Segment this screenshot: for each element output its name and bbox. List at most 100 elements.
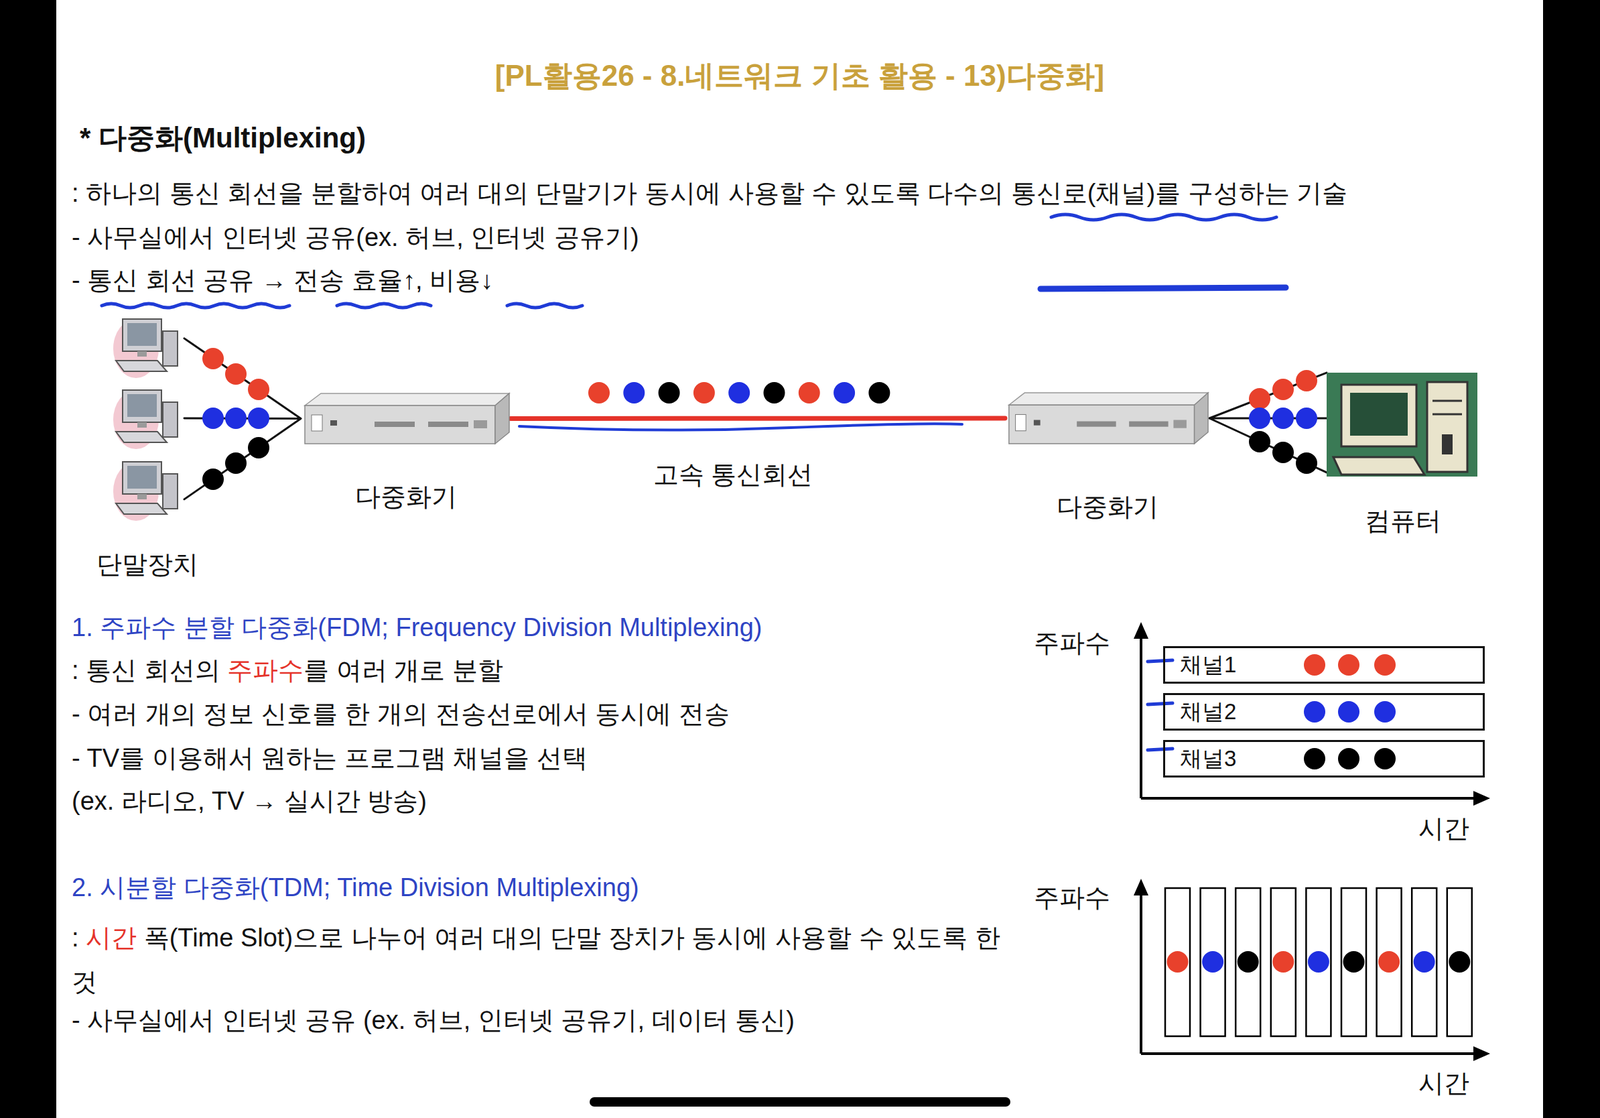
computer-tower [1427, 381, 1468, 472]
pc-screen [127, 465, 157, 489]
pc-stand [137, 493, 147, 500]
bullet-text: - 사무실에서 인터넷 공유(ex. 허브, 인터넷 공유기) [71, 222, 640, 254]
pc-stand [137, 351, 147, 357]
data-dot [833, 381, 855, 404]
multiplexer: 다중화기 [1005, 389, 1210, 447]
pc-tower [162, 473, 178, 509]
bullet-text: - 통신 회선 공유 → 전송 효율↑, 비용↓ [71, 265, 494, 297]
definition-text: : 하나의 통신 회선을 분할하여 여러 대의 단말기가 동시에 사용할 수 있… [71, 178, 1348, 210]
terminal-pc [113, 318, 178, 378]
data-dot [225, 452, 247, 474]
data-dot [1167, 950, 1189, 973]
time-slot [1447, 887, 1473, 1036]
time-slot [1200, 887, 1226, 1036]
axis-line [1139, 633, 1143, 798]
axis-arrowhead [1133, 878, 1149, 896]
home-indicator [589, 1096, 1011, 1107]
example-text: (ex. 라디오, TV → 실시간 방송) [71, 785, 427, 817]
pc-tower [162, 402, 178, 437]
data-dot [1338, 747, 1360, 770]
handwritten-mark [337, 303, 431, 308]
device-top [1009, 392, 1209, 405]
data-dot [1338, 653, 1360, 676]
data-dot [1307, 950, 1330, 973]
axis-arrowhead [1473, 790, 1491, 806]
data-dot [1448, 950, 1471, 973]
bullet-text: - 사무실에서 인터넷 공유 (ex. 허브, 인터넷 공유기, 데이터 통신) [71, 1005, 795, 1036]
device-front [304, 405, 496, 444]
pc-keyboard [115, 503, 167, 514]
data-dot [202, 407, 224, 429]
signal-line [184, 338, 301, 500]
data-dot [1343, 950, 1365, 973]
device-label: 컴퓨터 [1364, 505, 1442, 537]
slide-title: [PL활용26 - 8.네트워크 기초 활용 - 13)다중화] [56, 58, 1544, 94]
data-dot [1303, 700, 1326, 723]
multiplexer-device [1005, 389, 1210, 447]
handwritten-mark [1051, 214, 1277, 220]
multiplexer-device [300, 390, 511, 447]
device-port [1173, 420, 1186, 429]
data-dot [202, 347, 224, 370]
data-dot [1374, 653, 1396, 676]
device-side [495, 393, 510, 444]
terminal-icons [110, 314, 185, 530]
data-dot [728, 381, 750, 404]
data-dot [1295, 452, 1318, 474]
data-dot [1303, 747, 1326, 770]
data-dot [623, 381, 645, 404]
axis-line [1139, 889, 1143, 1054]
computer-keyboard [1333, 456, 1425, 475]
data-dot [225, 363, 247, 385]
data-dot [247, 378, 270, 400]
data-dot [1295, 407, 1318, 429]
data-dot [1272, 378, 1294, 400]
device-port [428, 421, 469, 427]
multiplexer: 다중화기 [300, 390, 511, 447]
handwritten-mark [1147, 748, 1173, 750]
time-slot [1411, 887, 1437, 1036]
data-dot [1295, 369, 1318, 392]
data-dot [247, 407, 270, 429]
channel-label: 채널1 [1165, 647, 1483, 682]
axis-label: 주파수 [1033, 627, 1111, 659]
device-port [1128, 421, 1168, 427]
time-slot [1235, 887, 1261, 1036]
highlight-word: 시간 [85, 923, 137, 952]
device-panel [311, 414, 323, 431]
channel-label: 채널3 [1165, 741, 1483, 776]
data-dot [1202, 950, 1224, 973]
pc-keyboard [115, 360, 167, 372]
tower-slot [1432, 413, 1462, 416]
terminal-group: 단말장치 [110, 314, 185, 530]
definition-text: : 시간 폭(Time Slot)으로 나누어 여러 대의 단말 장치가 동시에… [71, 915, 1024, 1004]
computer-icon [1326, 367, 1480, 485]
data-dot [588, 381, 610, 404]
axis-line [1141, 1051, 1478, 1055]
subsection-heading: 2. 시분할 다중화(TDM; Time Division Multiplexi… [71, 872, 640, 904]
section-heading: * 다중화(Multiplexing) [79, 121, 366, 155]
line-label: 고속 통신회선 [649, 459, 818, 491]
data-dot [1272, 950, 1294, 973]
data-dot [225, 407, 247, 429]
terminal-pc [113, 389, 178, 449]
device-top [304, 393, 510, 406]
host-computer: 컴퓨터 [1326, 367, 1480, 485]
axis-label: 주파수 [1033, 882, 1111, 914]
device-side [1194, 392, 1209, 444]
data-dot [1338, 700, 1360, 723]
device-led [330, 420, 338, 426]
pc-monitor [122, 318, 162, 352]
data-dot [1237, 950, 1259, 973]
pc-stand [137, 422, 147, 428]
highlight-word: 주파수 [227, 655, 304, 685]
channel-box: 채널2 [1163, 692, 1485, 731]
device-port [1076, 421, 1116, 427]
pc-monitor [122, 389, 162, 423]
data-dot [868, 381, 890, 404]
pc-screen [127, 393, 157, 417]
handwritten-mark [1147, 659, 1173, 662]
device-led [1033, 420, 1041, 426]
device-port [473, 420, 488, 429]
computer-backdrop [1326, 372, 1478, 477]
